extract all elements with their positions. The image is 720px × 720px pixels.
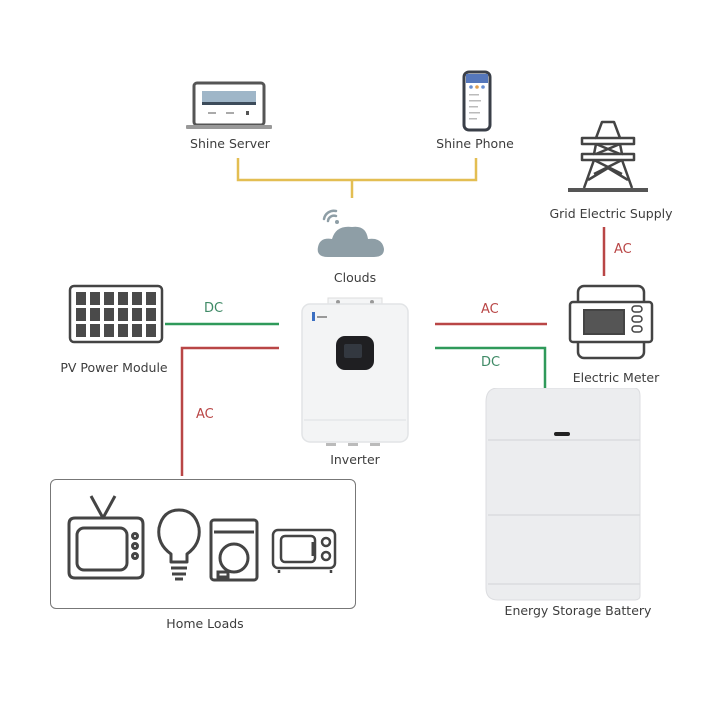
pv-cell xyxy=(104,324,114,337)
tv-icon xyxy=(67,495,145,580)
battery-cabinet-icon xyxy=(485,388,641,601)
pv-cell xyxy=(132,292,142,305)
laptop-icon xyxy=(186,81,272,129)
shine-phone-node xyxy=(462,70,492,132)
loads-ac-label: AC xyxy=(196,407,214,422)
pv-cell xyxy=(132,308,142,321)
pv-cell xyxy=(132,324,142,337)
battery-node xyxy=(484,388,644,602)
network-line xyxy=(236,158,478,182)
home-loads-box xyxy=(50,479,356,609)
clouds-label: Clouds xyxy=(333,270,377,285)
power-tower-icon xyxy=(568,120,648,192)
pv-cell xyxy=(76,308,86,321)
meter-ac-label: AC xyxy=(481,302,499,317)
home-loads-label: Home Loads xyxy=(166,616,244,631)
grid-ac-label: AC xyxy=(614,242,632,257)
grid-node xyxy=(558,118,658,194)
inverter-node xyxy=(300,296,410,448)
shine-phone-label: Shine Phone xyxy=(436,136,514,151)
meter-label: Electric Meter xyxy=(572,370,660,385)
shine-server-node xyxy=(180,80,280,130)
pv-cell xyxy=(90,324,100,337)
inverter-label: Inverter xyxy=(330,452,380,467)
grid-label: Grid Electric Supply xyxy=(549,206,673,221)
pv-dc-label: DC xyxy=(204,301,224,316)
washing-machine-icon xyxy=(209,518,259,582)
home-loads-icons xyxy=(67,495,337,582)
microwave-icon xyxy=(271,528,337,573)
pv-cell xyxy=(118,324,128,337)
pv-cell xyxy=(146,292,156,305)
inverter-icon xyxy=(301,297,409,446)
pv-cell xyxy=(118,292,128,305)
shine-server-label: Shine Server xyxy=(190,136,270,151)
loads-ac-line xyxy=(180,346,279,476)
smartphone-icon xyxy=(462,70,492,132)
clouds-node xyxy=(310,205,400,267)
pv-cell xyxy=(104,308,114,321)
meter-node xyxy=(566,282,656,362)
pv-cell xyxy=(90,308,100,321)
pv-node xyxy=(68,284,164,344)
pv-cell xyxy=(76,292,86,305)
battery-dc-line xyxy=(435,346,547,388)
cloud-wifi-icon xyxy=(317,209,384,257)
pv-cell xyxy=(118,308,128,321)
pv-cell xyxy=(146,324,156,337)
pv-cell xyxy=(104,292,114,305)
battery-label: Energy Storage Battery xyxy=(504,603,652,618)
pv-label: PV Power Module xyxy=(60,360,168,375)
lightbulb-icon xyxy=(157,508,201,581)
pv-cell xyxy=(90,292,100,305)
solar-panel-icon xyxy=(68,284,164,344)
pv-cell xyxy=(146,308,156,321)
pv-cell xyxy=(76,324,86,337)
electric-meter-icon xyxy=(568,284,654,360)
battery-dc-label: DC xyxy=(481,355,501,370)
